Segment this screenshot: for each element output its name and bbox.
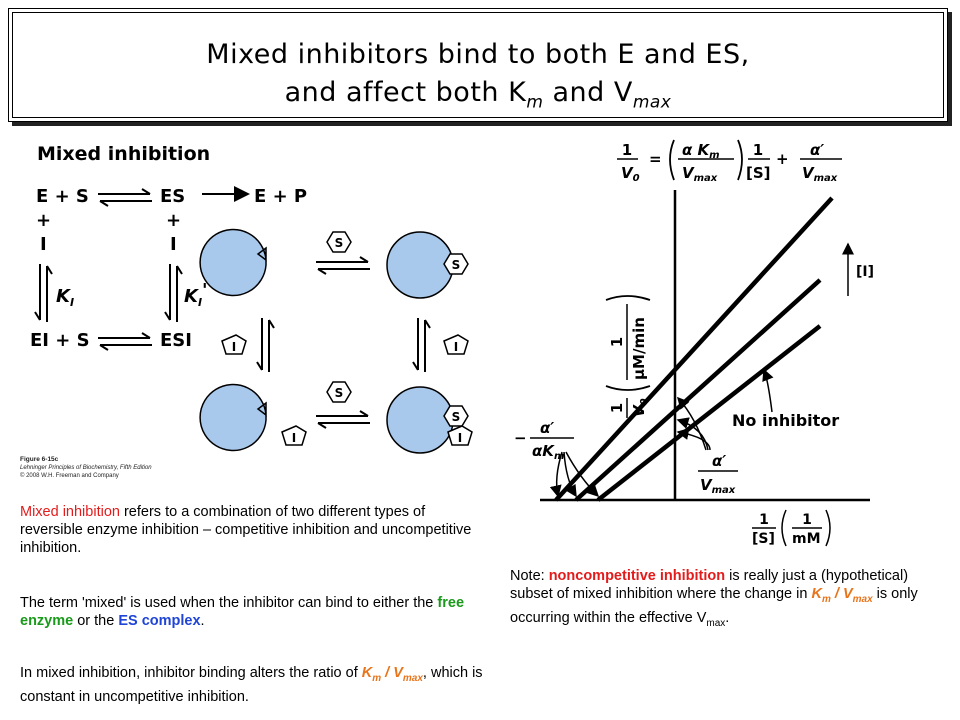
km-vmax-ratio-highlight: Km / Vmax [361,665,423,684]
svg-text:V0: V0 [630,398,650,417]
title-line-2: and affect both Km and Vmax [9,77,947,112]
enzyme-group [199,228,454,454]
scheme-esi: ESI [160,330,192,351]
title-box: Mixed inhibitors bind to both E and ES, … [8,8,948,122]
enzyme-ei [199,383,267,452]
svg-text:+: + [776,150,789,168]
caption-copyright: © 2008 W.H. Freeman and Company [20,473,119,479]
y-intercept-arrows [676,396,711,451]
svg-text:=: = [649,150,662,168]
svg-text:V0: V0 [621,164,640,184]
definition-text: refers to a combination of two different… [20,504,472,556]
y-axis-label: 1 V0 1 μM/min [605,295,651,418]
title-box-inner [12,12,944,118]
scheme-ki: KI [56,286,74,309]
title-vmax-sub: max [632,92,672,113]
svg-text:S: S [335,386,344,400]
svg-text:I: I [458,431,462,445]
scheme-arrows [34,186,250,351]
svg-text:S: S [335,236,344,250]
substrate-bound-es: S [443,253,469,275]
scheme-plus-right: + [166,210,181,231]
noncompetitive-highlight: noncompetitive inhibition [548,568,726,584]
inhibitor-left: I [221,334,247,355]
note-paragraph: Note: noncompetitive inhibition is reall… [510,568,918,629]
scheme-i-left: I [40,234,47,255]
equation: 1 V0 = α Km Vmax 1 [S] + α′ Vmax [617,139,842,184]
scheme-ki-prime: KI' [184,280,208,309]
scheme-plus-left: + [36,210,51,231]
figure-caption: Figure 6-15c Lehninger Principles of Bio… [20,456,152,480]
svg-text:[S]: [S] [746,164,771,182]
mixed-inhibition-scheme: E + S ES E + P + + I I EI + S ESI KI KI'… [30,186,473,454]
svg-text:I: I [454,340,458,354]
svg-text:[S]: [S] [752,531,775,547]
svg-text:1: 1 [753,141,763,159]
inhibitor-bound-ei: I [281,425,307,446]
title-km-sub: m [526,92,544,113]
substrate-bound-esi: S [443,405,469,427]
cycle-arrows [256,256,431,429]
svg-text:αKm: αKm [532,442,564,462]
svg-text:I: I [292,431,296,445]
title-line-1: Mixed inhibitors bind to both E and ES, [206,39,750,70]
x-intercept-label: − α′ αKm [514,419,574,462]
svg-text:α′: α′ [810,141,824,159]
title-vmax-text: and V [543,77,633,108]
svg-text:μM/min: μM/min [630,317,648,380]
no-inhibitor-label: No inhibitor [732,411,839,430]
scheme-e-plus-p: E + P [254,186,307,207]
scheme-ei-plus-s: EI + S [30,330,90,351]
scheme-es: ES [160,186,185,207]
enzyme-free [199,228,267,297]
x-intercept-arrows [549,451,600,498]
line-no-inhibitor [596,324,822,502]
substrate-top: S [326,231,352,253]
note-km-vmax-highlight: Km / Vmax [811,586,873,605]
svg-text:1: 1 [608,403,626,413]
y-intercept-label: α′ Vmax [698,452,738,496]
substrate-bottom: S [326,381,352,403]
mixed-inhibition-highlight: Mixed inhibition [20,504,120,520]
inhibitor-bound-esi: I [447,425,473,446]
svg-text:1: 1 [622,141,632,159]
es-complex-highlight: ES complex [118,613,201,629]
svg-text:α Km: α Km [682,141,720,161]
paragraph-ratio: In mixed inhibition, inhibitor binding a… [20,665,483,705]
inhibitor-right: I [443,334,469,355]
data-lines [554,196,834,502]
svg-text:α′: α′ [540,419,554,437]
title-km-text: and affect both K [284,77,527,108]
svg-text:α′: α′ [712,452,726,470]
line-highest-inhibitor [554,196,834,502]
scheme-e-plus-s: E + S [36,186,89,207]
svg-text:mM: mM [792,531,821,547]
figure-heading: Mixed inhibition [37,143,211,165]
svg-text:Vmax: Vmax [802,164,838,184]
svg-text:1: 1 [608,337,626,347]
svg-text:Vmax: Vmax [682,164,718,184]
paragraph-mixed-term: The term 'mixed' is used when the inhibi… [20,595,465,629]
no-inhibitor-pointer [762,368,774,413]
line-mid-inhibitor [574,278,822,502]
caption-book: Lehninger Principles of Biochemistry, Fi… [20,465,152,471]
x-axis-label: 1 [S] 1 mM [752,509,831,547]
inhibitor-arrow-label: [I] [856,264,874,280]
free-enzyme-highlight: free enzyme [20,595,465,629]
paragraph-definition: Mixed inhibition refers to a combination… [20,503,490,557]
svg-text:S: S [452,410,461,424]
enzyme-esi [386,386,454,454]
svg-text:I: I [232,340,236,354]
svg-text:1: 1 [802,512,812,528]
svg-text:−: − [514,429,527,447]
svg-text:S: S [452,258,461,272]
svg-text:Vmax: Vmax [700,476,736,496]
enzyme-es [386,231,454,299]
caption-figure-number: Figure 6-15c [20,456,59,463]
svg-text:1: 1 [759,512,769,528]
lineweaver-burk-plot: 1 V0 = α Km Vmax 1 [S] + α′ Vmax [I] No … [514,139,874,547]
scheme-i-right: I [170,234,177,255]
